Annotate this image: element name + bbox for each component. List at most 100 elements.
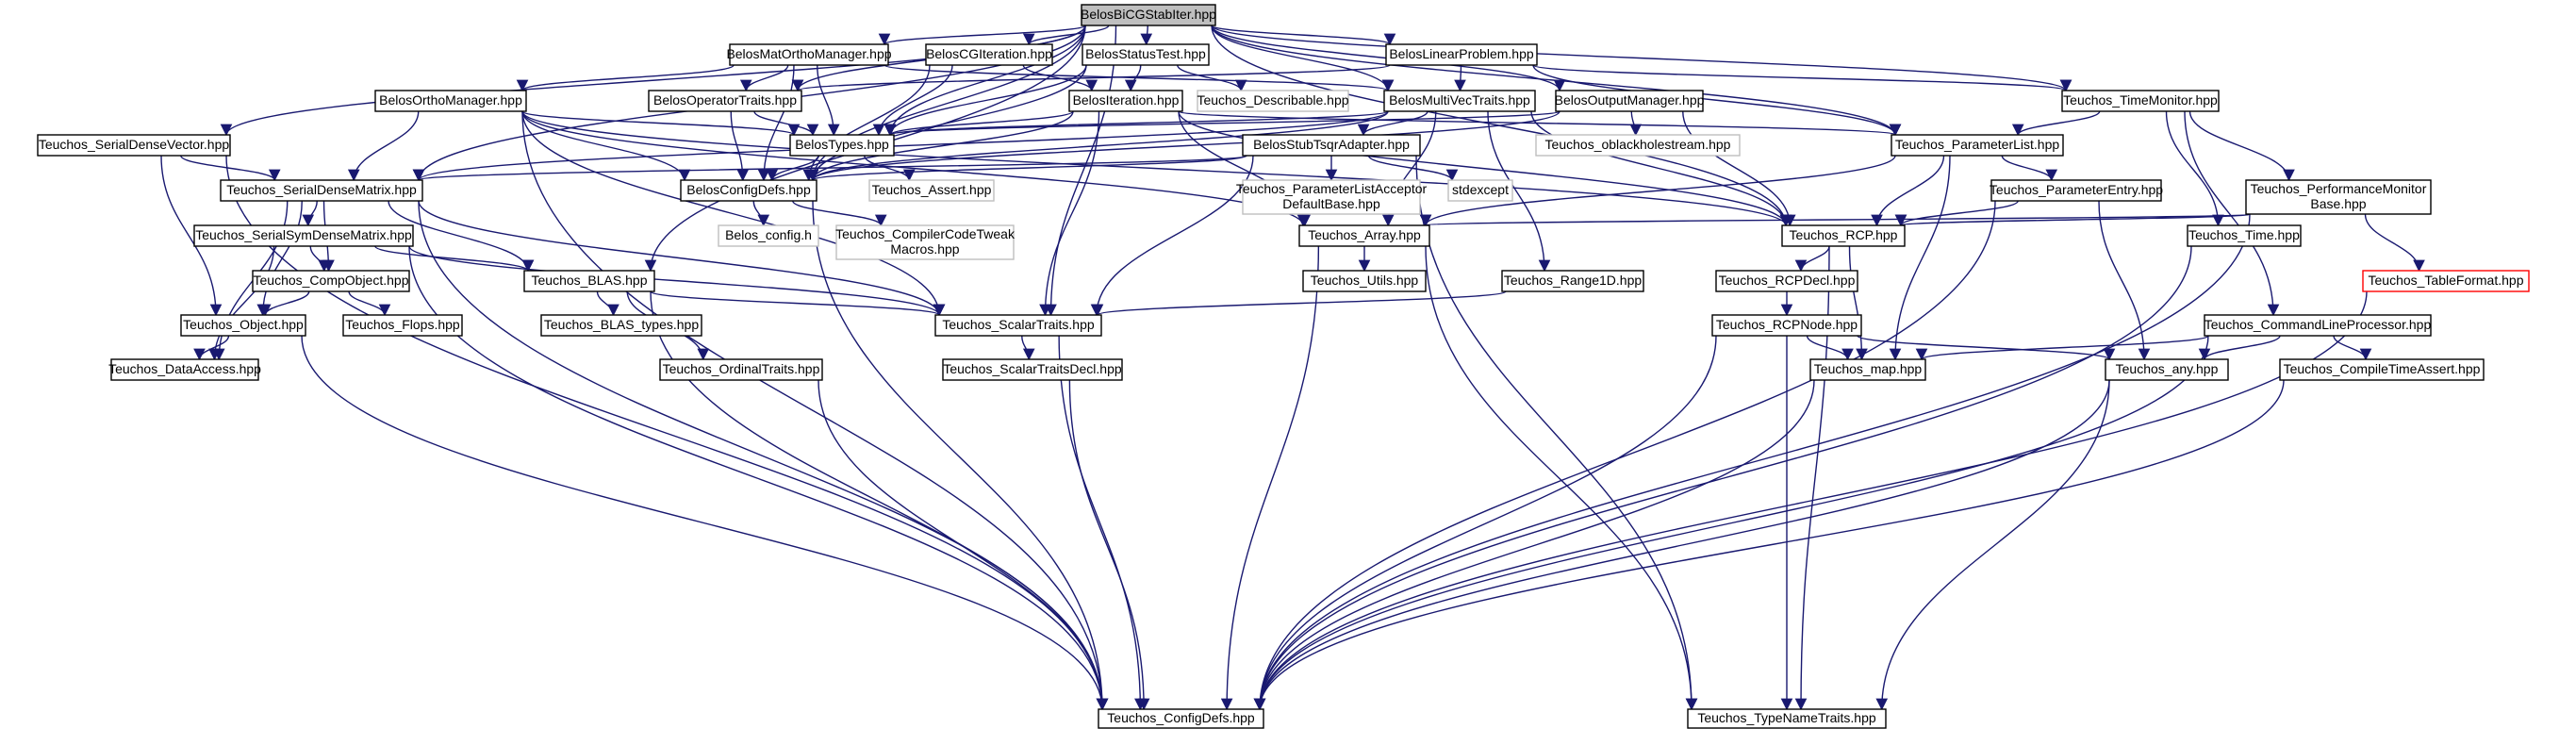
node-oblackhole[interactable]: Teuchos_oblackholestream.hpp [1535,134,1741,157]
node-describable[interactable]: Teuchos_Describable.hpp [1197,90,1349,112]
node-box[interactable] [925,43,1053,66]
node-box[interactable] [1082,43,1210,66]
node-paramlist[interactable]: Teuchos_ParameterList.hpp [1891,134,2064,157]
node-iteration[interactable]: BelosIteration.hpp [1068,90,1183,112]
node-box[interactable] [1098,708,1264,729]
node-belosconfig[interactable]: Belos_config.h [718,224,819,247]
node-configdefs_belos[interactable]: BelosConfigDefs.hpp [680,179,817,202]
node-rcpnode[interactable]: Teuchos_RCPNode.hpp [1711,314,1862,337]
node-blas[interactable]: Teuchos_BLAS.hpp [523,270,655,292]
node-object[interactable]: Teuchos_Object.hpp [180,314,306,337]
node-box[interactable] [835,224,1015,260]
node-any[interactable]: Teuchos_any.hpp [2105,358,2229,381]
node-belostypes[interactable]: BelosTypes.hpp [789,134,895,157]
node-stdexcept[interactable]: stdexcept [1447,179,1513,202]
node-plad[interactable]: Teuchos_ParameterListAcceptorDefaultBase… [1236,179,1428,215]
node-outmgr[interactable]: BelosOutputManager.hpp [1555,90,1705,112]
node-box[interactable] [193,224,414,247]
node-sdv[interactable]: Teuchos_SerialDenseVector.hpp [37,134,231,157]
node-stdecl[interactable]: Teuchos_ScalarTraitsDecl.hpp [942,358,1123,381]
node-box[interactable] [1068,90,1183,112]
node-cgiter[interactable]: BelosCGIteration.hpp [925,43,1053,66]
node-box[interactable] [1711,314,1862,337]
node-box[interactable] [2362,270,2530,292]
node-status[interactable]: BelosStatusTest.hpp [1082,43,1210,66]
node-configdefs_teuchos[interactable]: Teuchos_ConfigDefs.hpp [1098,708,1264,729]
node-ordinaltraits[interactable]: Teuchos_OrdinalTraits.hpp [659,358,823,381]
node-box[interactable] [942,358,1123,381]
node-matortho[interactable]: BelosMatOrthoManager.hpp [726,43,892,66]
node-utils[interactable]: Teuchos_Utils.hpp [1302,270,1427,292]
node-flops[interactable]: Teuchos_Flops.hpp [342,314,463,337]
node-box[interactable] [1891,134,2064,157]
node-linprob[interactable]: BelosLinearProblem.hpp [1385,43,1538,66]
node-range1d[interactable]: Teuchos_Range1D.hpp [1501,270,1644,292]
node-tableformat[interactable]: Teuchos_TableFormat.hpp [2362,270,2530,292]
node-box[interactable] [2279,358,2485,381]
node-assert[interactable]: Teuchos_Assert.hpp [868,179,995,202]
node-box[interactable] [1990,179,2162,202]
node-stubtsqr[interactable]: BelosStubTsqrAdapter.hpp [1242,134,1421,157]
node-timemon[interactable]: Teuchos_TimeMonitor.hpp [2061,90,2220,112]
node-box[interactable] [252,270,410,292]
node-box[interactable] [2245,179,2432,215]
node-box[interactable] [2187,224,2302,247]
node-typename[interactable]: Teuchos_TypeNameTraits.hpp [1687,708,1887,729]
node-box[interactable] [1535,134,1741,157]
node-box[interactable] [729,43,889,66]
node-box[interactable] [1501,270,1644,292]
node-array[interactable]: Teuchos_Array.hpp [1298,224,1430,247]
node-optraits[interactable]: BelosOperatorTraits.hpp [648,90,802,112]
node-cmdline[interactable]: Teuchos_CommandLineProcessor.hpp [2204,314,2432,337]
node-box[interactable] [1383,90,1536,112]
node-box[interactable] [1687,708,1887,729]
node-multivec[interactable]: BelosMultiVecTraits.hpp [1383,90,1536,112]
node-ssdm[interactable]: Teuchos_SerialSymDenseMatrix.hpp [193,224,414,247]
node-box[interactable] [718,224,819,247]
node-box[interactable] [2061,90,2220,112]
node-rcp[interactable]: Teuchos_RCP.hpp [1781,224,1906,247]
node-sdm[interactable]: Teuchos_SerialDenseMatrix.hpp [220,179,423,202]
node-orthomgr[interactable]: BelosOrthoManager.hpp [374,90,527,112]
node-paramentry[interactable]: Teuchos_ParameterEntry.hpp [1990,179,2163,202]
node-box[interactable] [868,179,995,202]
node-box[interactable] [2204,314,2432,337]
node-compobject[interactable]: Teuchos_CompObject.hpp [252,270,410,292]
node-box[interactable] [342,314,463,337]
node-cta[interactable]: Teuchos_CompileTimeAssert.hpp [2279,358,2485,381]
node-box[interactable] [1197,90,1349,112]
node-box[interactable] [180,314,306,337]
node-box[interactable] [2105,358,2229,381]
node-box[interactable] [220,179,423,202]
node-box[interactable] [1385,43,1538,66]
node-box[interactable] [1242,179,1421,215]
node-box[interactable] [659,358,823,381]
node-root[interactable]: BelosBiCGStabIter.hpp [1081,4,1216,26]
node-box[interactable] [1715,270,1858,292]
node-scalartraits[interactable]: Teuchos_ScalarTraits.hpp [934,314,1102,337]
node-box[interactable] [540,314,702,337]
node-box[interactable] [1302,270,1427,292]
node-box[interactable] [37,134,231,157]
node-box[interactable] [680,179,817,202]
node-box[interactable] [1081,4,1216,26]
node-time[interactable]: Teuchos_Time.hpp [2187,224,2302,247]
node-dataaccess[interactable]: Teuchos_DataAccess.hpp [108,358,261,381]
node-box[interactable] [1555,90,1704,112]
node-rcpdecl[interactable]: Teuchos_RCPDecl.hpp [1715,270,1858,292]
node-box[interactable] [1242,134,1421,157]
node-box[interactable] [110,358,259,381]
node-box[interactable] [374,90,527,112]
node-box[interactable] [648,90,802,112]
node-box[interactable] [1809,358,1926,381]
node-box[interactable] [934,314,1102,337]
node-box[interactable] [789,134,895,157]
node-box[interactable] [1781,224,1906,247]
node-box[interactable] [523,270,655,292]
node-box[interactable] [1298,224,1430,247]
node-blastypes[interactable]: Teuchos_BLAS_types.hpp [540,314,702,337]
node-box[interactable] [1447,179,1513,202]
node-map[interactable]: Teuchos_map.hpp [1809,358,1926,381]
